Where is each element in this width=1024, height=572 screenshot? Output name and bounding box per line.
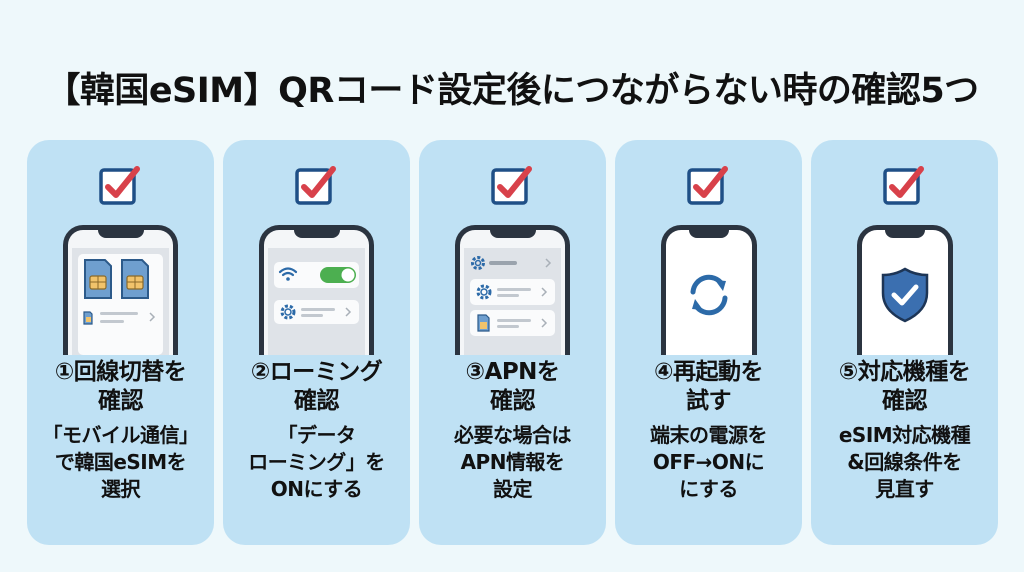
check-card-3: ③APNを 確認 必要な場合は APN情報を 設定 <box>419 140 606 545</box>
desc-line: OFF→ONに <box>652 450 765 474</box>
gear-icon <box>280 304 352 320</box>
checkbox-checked-icon <box>687 166 728 205</box>
card-heading: ④再起動を 試す <box>615 358 802 416</box>
check-card-2: ②ローミング 確認 「データ ローミング」を ONにする <box>223 140 410 545</box>
phone-illustration <box>63 225 178 355</box>
checkbox-checked-icon <box>883 166 924 205</box>
desc-line: eSIM対応機種 <box>838 423 971 447</box>
heading-line: ③APNを <box>465 359 560 385</box>
desc-line: 選択 <box>101 477 141 501</box>
heading-line: 確認 <box>294 388 340 414</box>
card-text: ①回線切替を 確認 「モバイル通信」 で韓国eSIMを 選択 <box>27 358 214 503</box>
desc-line: 「データ <box>277 423 357 447</box>
page-title: 【韓国eSIM】QRコード設定後につながらない時の確認5つ <box>45 71 979 111</box>
desc-line: 設定 <box>493 477 533 501</box>
card-description: 「モバイル通信」 で韓国eSIMを 選択 <box>27 422 214 503</box>
sim-card-icon <box>477 314 548 332</box>
phone-screen <box>268 248 365 355</box>
desc-line: ONにする <box>270 477 363 501</box>
heading-line: 確認 <box>882 388 928 414</box>
heading-line: ④再起動を <box>654 359 763 385</box>
desc-line: ローミング」を <box>248 450 385 474</box>
heading-line: ②ローミング <box>250 359 383 385</box>
phone-illustration <box>661 225 757 355</box>
card-description: 「データ ローミング」を ONにする <box>223 422 410 503</box>
phone-notch <box>293 229 340 238</box>
settings-row <box>274 300 359 324</box>
checkbox-checked-icon <box>491 166 532 205</box>
card-text: ④再起動を 試す 端末の電源を OFF→ONに にする <box>615 358 802 503</box>
desc-line: 端末の電源を <box>650 423 768 447</box>
gear-icon <box>476 284 548 300</box>
phone-screen <box>72 248 169 355</box>
heading-line: 確認 <box>490 388 536 414</box>
desc-line: 必要な場合は <box>454 423 572 447</box>
heading-line: 試す <box>686 388 732 414</box>
phone-illustration <box>857 225 953 355</box>
phone-notch <box>489 229 536 238</box>
phone-illustration <box>259 225 374 355</box>
refresh-icon <box>690 274 728 316</box>
dual-sim-icon <box>78 254 163 355</box>
apn-settings-row <box>470 279 555 305</box>
check-card-4: ④再起動を 試す 端末の電源を OFF→ONに にする <box>615 140 802 545</box>
desc-line: &回線条件を <box>847 450 962 474</box>
heading-line: ①回線切替を <box>54 359 187 385</box>
phone-illustration <box>455 225 570 355</box>
desc-line: 「モバイル通信」 <box>42 423 200 447</box>
card-heading: ③APNを 確認 <box>419 358 606 416</box>
phone-notch <box>885 229 925 238</box>
shield-check-icon <box>881 267 929 323</box>
card-heading: ①回線切替を 確認 <box>27 358 214 416</box>
heading-line: 確認 <box>98 388 144 414</box>
card-description: 必要な場合は APN情報を 設定 <box>419 422 606 503</box>
sim-row <box>470 310 555 336</box>
card-description: eSIM対応機種 &回線条件を 見直す <box>811 422 998 503</box>
heading-line: ⑤対応機種を <box>838 359 971 385</box>
wifi-toggle-icon <box>278 267 356 283</box>
phone-notch <box>97 229 144 238</box>
phone-notch <box>689 229 729 238</box>
desc-line: 見直す <box>875 477 934 501</box>
checkbox-checked-icon <box>99 166 140 205</box>
card-text: ③APNを 確認 必要な場合は APN情報を 設定 <box>419 358 606 503</box>
desc-line: にする <box>679 477 738 501</box>
desc-line: で韓国eSIMを <box>54 450 187 474</box>
card-heading: ②ローミング 確認 <box>223 358 410 416</box>
check-card-5: ⑤対応機種を 確認 eSIM対応機種 &回線条件を 見直す <box>811 140 998 545</box>
settings-header-row <box>471 256 552 270</box>
roaming-toggle-row <box>274 262 359 288</box>
desc-line: APN情報を <box>460 450 565 474</box>
card-description: 端末の電源を OFF→ONに にする <box>615 422 802 503</box>
checklist-cards: ①回線切替を 確認 「モバイル通信」 で韓国eSIMを 選択 <box>27 140 998 545</box>
card-text: ⑤対応機種を 確認 eSIM対応機種 &回線条件を 見直す <box>811 358 998 503</box>
check-card-1: ①回線切替を 確認 「モバイル通信」 で韓国eSIMを 選択 <box>27 140 214 545</box>
card-text: ②ローミング 確認 「データ ローミング」を ONにする <box>223 358 410 503</box>
card-heading: ⑤対応機種を 確認 <box>811 358 998 416</box>
phone-screen <box>464 248 561 355</box>
checkbox-checked-icon <box>295 166 336 205</box>
